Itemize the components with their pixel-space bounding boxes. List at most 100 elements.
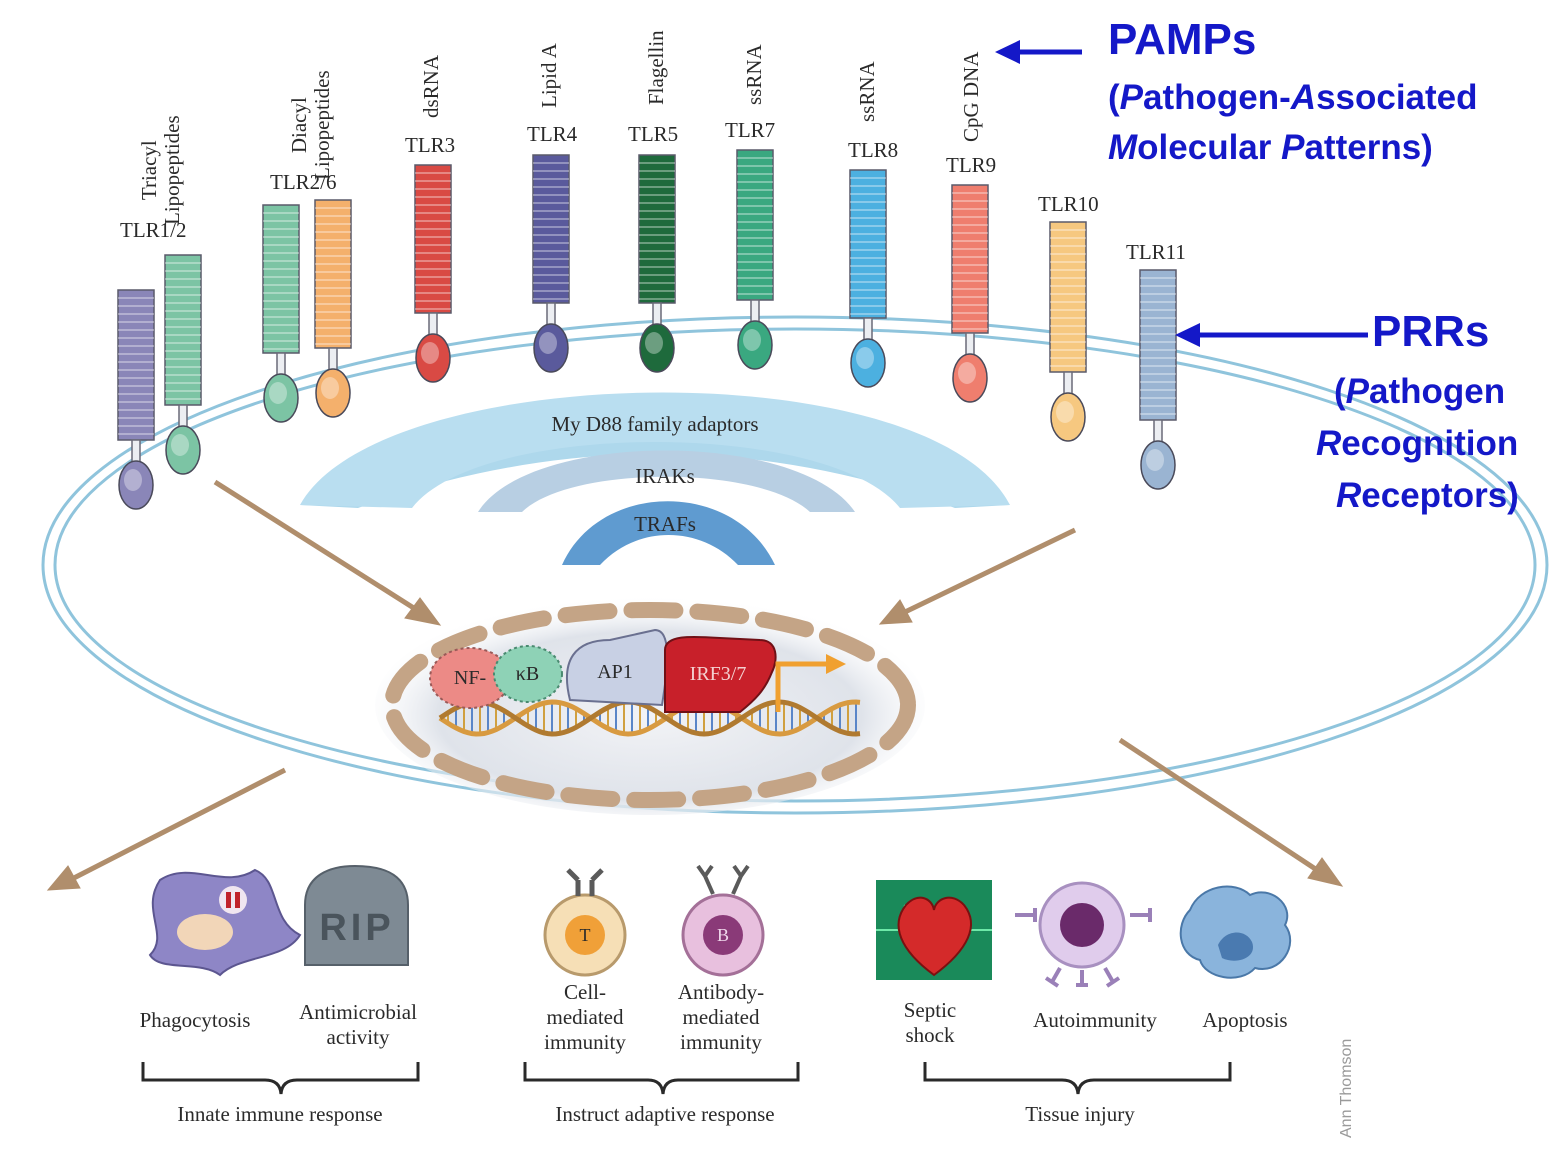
tir-domain — [952, 353, 988, 403]
receptor-label-tlr1-2: TLR1/2 — [120, 218, 187, 242]
tir-domain — [263, 373, 299, 423]
t-cell-letter: T — [579, 925, 591, 945]
receptor-label-tlr4: TLR4 — [527, 122, 578, 146]
signal-arrows — [46, 479, 1344, 891]
tir-highlight — [645, 332, 663, 354]
receptor-tlr7 — [736, 149, 774, 370]
tir-domain — [1140, 440, 1176, 490]
tir-highlight — [269, 382, 287, 404]
ligand-label-tlr7: ssRNA — [742, 44, 766, 105]
transmembrane-stem — [965, 332, 975, 356]
receptor-ectodomain — [736, 149, 774, 301]
receptor-label-tlr11: TLR11 — [1126, 240, 1186, 264]
b-cell-letter: B — [716, 925, 729, 945]
transcription-factors — [429, 628, 846, 713]
iraks-label: IRAKs — [635, 464, 695, 488]
receptor-layer — [117, 149, 1177, 510]
tir-highlight — [421, 342, 439, 364]
ligand-label-tlr9: CpG DNA — [959, 51, 983, 142]
nfkb-label-part1: NF- — [453, 667, 487, 689]
outcome-phagocytosis: Phagocytosis — [139, 1008, 251, 1032]
iraks-arc — [478, 450, 855, 512]
tir-domain — [415, 333, 451, 383]
receptor-tlr5 — [638, 154, 676, 373]
receptor-tlr2-6 — [262, 199, 352, 423]
pamps-title: PAMPs — [1108, 15, 1257, 64]
prrs-subtitle-line2: Recognition — [1316, 424, 1519, 463]
outcome-icons — [148, 864, 1292, 988]
adaptor-arcs — [300, 392, 1010, 565]
transmembrane-stem — [131, 439, 141, 463]
trafs-label: TRAFs — [634, 512, 696, 536]
nfkb-label-part2: κB — [515, 663, 540, 685]
tir-highlight — [1146, 449, 1164, 471]
outcome-autoimmunity: Autoimmunity — [1033, 1008, 1157, 1032]
ligand-label-tlr8: ssRNA — [855, 61, 879, 122]
prrs-subtitle-line3: Receptors) — [1336, 476, 1519, 515]
myd88-label: My D88 family adaptors — [551, 412, 759, 436]
receptor-ectodomain — [314, 199, 352, 349]
cell-membrane — [41, 315, 1549, 815]
tir-domain — [1050, 392, 1086, 442]
receptor-ectodomain — [638, 154, 676, 304]
receptor-tlr10 — [1049, 221, 1087, 442]
tir-domain — [639, 323, 675, 373]
group-braces — [141, 1062, 1232, 1095]
irf-blob — [664, 635, 777, 713]
tir-highlight — [1056, 401, 1074, 423]
pamps-subtitle-line1: (Pathogen-Associated — [1108, 78, 1478, 117]
tir-domain — [737, 320, 773, 370]
receptor-ectodomain — [262, 204, 300, 354]
receptor-label-tlr9: TLR9 — [946, 153, 997, 177]
transmembrane-stem — [1063, 371, 1073, 395]
dna-helix — [438, 699, 861, 737]
receptor-ectodomain — [164, 254, 202, 406]
transmembrane-stem — [863, 317, 873, 341]
transmembrane-stem — [328, 347, 338, 371]
receptor-tlr9 — [951, 184, 989, 403]
receptor-ectodomain — [414, 164, 452, 314]
tir-domain — [165, 425, 201, 475]
ap1-label: AP1 — [597, 661, 633, 683]
tir-domain — [118, 460, 154, 510]
nfkb-green-blob — [493, 645, 563, 703]
prrs-subtitle-line1: (Pathogen — [1334, 372, 1506, 411]
receptor-label-tlr10: TLR10 — [1038, 192, 1099, 216]
rip-text: RIP — [319, 907, 395, 949]
transmembrane-stem — [652, 302, 662, 326]
pamps-subtitle-line2: Molecular Patterns) — [1108, 128, 1433, 167]
irf-label: IRF3/7 — [689, 663, 747, 685]
trafs-arc — [562, 501, 775, 565]
prrs-title: PRRs — [1372, 307, 1490, 356]
receptor-tlr11 — [1139, 269, 1177, 490]
receptor-label-tlr5: TLR5 — [628, 122, 679, 146]
apoptotic-cell-icon — [1179, 885, 1292, 979]
transcription-arrow — [775, 661, 830, 712]
transmembrane-stem — [178, 404, 188, 428]
receptor-ectodomain — [849, 169, 887, 319]
receptor-tlr8 — [849, 169, 887, 388]
receptor-tlr3 — [414, 164, 452, 383]
heart-icon — [897, 896, 972, 977]
receptor-ectodomain — [532, 154, 570, 304]
ligand-label-tlr5: Flagellin — [644, 30, 668, 105]
receptor-label-tlr3: TLR3 — [405, 133, 456, 157]
tombstone-icon — [304, 864, 409, 966]
tir-highlight — [171, 434, 189, 456]
illustrator-credit: Ann Thomson — [1338, 1038, 1355, 1138]
group-adaptive: Instruct adaptive response — [555, 1102, 775, 1126]
tir-domain — [850, 338, 886, 388]
tir-highlight — [124, 469, 142, 491]
tir-domain — [533, 323, 569, 373]
bacterium-icon — [219, 886, 247, 914]
tir-domain — [315, 368, 351, 418]
receptor-label-tlr8: TLR8 — [848, 138, 899, 162]
group-tissue: Tissue injury — [1025, 1102, 1135, 1126]
